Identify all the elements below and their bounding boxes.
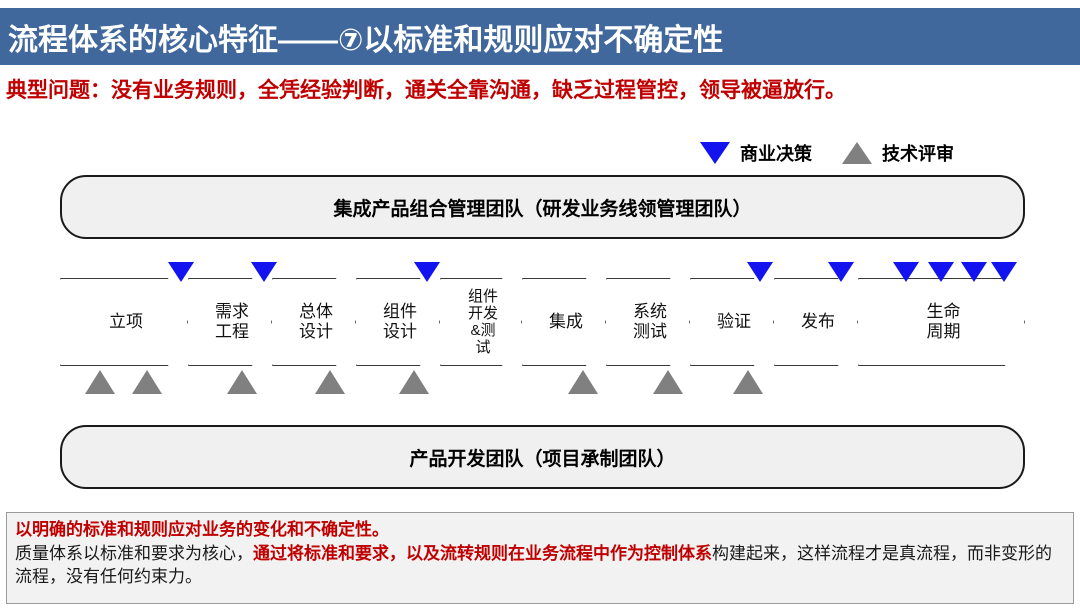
- technical-review-marker: [227, 370, 257, 394]
- bottom-team-bar: 产品开发团队（项目承制团队）: [60, 425, 1025, 489]
- technical-review-marker: [568, 370, 598, 394]
- technical-review-marker: [85, 370, 115, 394]
- legend: 商业决策 技术评审: [700, 138, 1030, 168]
- legend-item-technical-review: 技术评审: [842, 140, 954, 166]
- process-stage-label: 立项: [109, 312, 143, 331]
- note-headline: 以明确的标准和规则应对业务的变化和不确定性。: [15, 520, 389, 539]
- business-decision-marker: [893, 262, 919, 282]
- note-highlight-text: 通过将标准和要求，以及流转规则在业务流程中作为控制体系: [253, 544, 712, 563]
- legend-item-business-decision: 商业决策: [700, 140, 812, 166]
- process-stage-label: 组件 开发 &测 试: [467, 288, 498, 356]
- process-chevron-row: 立项 需求 工程 总体 设计 组件 设计 组件 开发 &测 试 集成 系统 测试 验证 发布 生命…: [0, 278, 1080, 366]
- process-stage-1[interactable]: 立项: [60, 278, 188, 366]
- process-stage-5[interactable]: 组件 开发 &测 试: [440, 278, 522, 366]
- process-stage-10[interactable]: 生命 周期: [858, 278, 1025, 366]
- business-decision-marker: [928, 262, 954, 282]
- business-decision-marker: [991, 262, 1017, 282]
- process-stage-3[interactable]: 总体 设计: [272, 278, 356, 366]
- technical-review-marker: [733, 370, 763, 394]
- process-stage-label: 发布: [801, 312, 835, 331]
- technical-review-marker: [653, 370, 683, 394]
- slide-header-bar: 流程体系的核心特征——⑦以标准和规则应对不确定性: [0, 8, 1080, 65]
- process-stage-6[interactable]: 集成: [522, 278, 606, 366]
- process-stage-8[interactable]: 验证: [690, 278, 774, 366]
- technical-review-marker: [315, 370, 345, 394]
- process-stage-label: 组件 设计: [383, 302, 417, 341]
- problem-statement: 典型问题：没有业务规则，全凭经验判断，通关全靠沟通，缺乏过程管控，领导被逼放行。: [6, 79, 846, 102]
- triangle-down-icon: [700, 142, 730, 164]
- bottom-team-bar-label: 产品开发团队（项目承制团队）: [409, 448, 676, 470]
- note-body: 质量体系以标准和要求为核心，通过将标准和要求，以及流转规则在业务流程中作为控制体…: [15, 542, 1065, 588]
- top-team-bar-label: 集成产品组合管理团队（研发业务线领管理团队）: [333, 198, 752, 220]
- legend-label: 技术评审: [882, 144, 954, 164]
- note-box: 以明确的标准和规则应对业务的变化和不确定性。 质量体系以标准和要求为核心，通过将…: [6, 512, 1074, 604]
- business-decision-marker: [961, 262, 987, 282]
- process-stage-9[interactable]: 发布: [774, 278, 858, 366]
- business-decision-marker: [414, 262, 440, 282]
- process-stage-label: 生命 周期: [926, 302, 961, 341]
- process-stage-label: 需求 工程: [215, 302, 249, 341]
- triangle-up-icon: [842, 142, 872, 164]
- business-decision-marker: [828, 262, 854, 282]
- technical-review-marker: [399, 370, 429, 394]
- business-decision-marker: [747, 262, 773, 282]
- page-title: 流程体系的核心特征——⑦以标准和规则应对不确定性: [8, 23, 724, 57]
- business-decision-marker: [168, 262, 194, 282]
- process-stage-2[interactable]: 需求 工程: [188, 278, 272, 366]
- process-stage-label: 总体 设计: [299, 302, 333, 341]
- technical-review-marker: [132, 370, 162, 394]
- process-stage-label: 系统 测试: [633, 302, 667, 341]
- process-stage-4[interactable]: 组件 设计: [356, 278, 440, 366]
- legend-label: 商业决策: [740, 144, 812, 164]
- process-stage-label: 集成: [549, 312, 583, 331]
- note-plain-text: 质量体系以标准和要求为核心，: [15, 544, 253, 563]
- process-stage-7[interactable]: 系统 测试: [606, 278, 690, 366]
- note-plain-text: 构建起来，这样流程才是真流程，而非变形的流程，没有任何约束力。: [15, 544, 1052, 586]
- top-team-bar: 集成产品组合管理团队（研发业务线领管理团队）: [60, 175, 1025, 239]
- business-decision-marker: [251, 262, 277, 282]
- process-stage-label: 验证: [717, 312, 751, 331]
